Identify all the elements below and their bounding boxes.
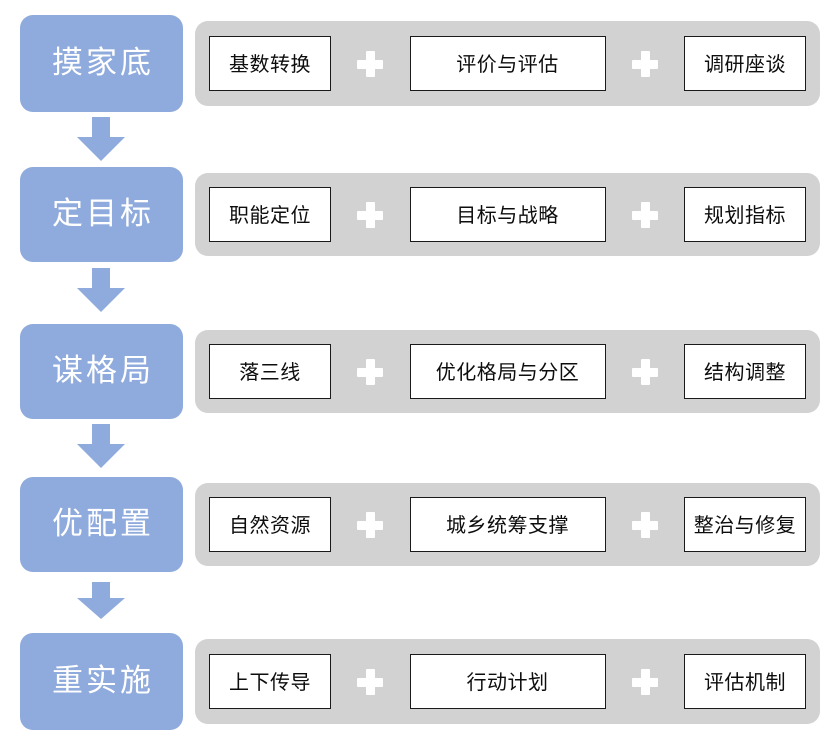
step-box-text: 上下传导 xyxy=(229,669,311,694)
step-box[interactable]: 规划指标 xyxy=(684,187,806,242)
arrow-shaft xyxy=(92,117,110,139)
step-box[interactable]: 评价与评估 xyxy=(409,36,606,91)
stage-label-text: 优配置 xyxy=(52,506,154,542)
arrow-head xyxy=(77,137,125,161)
arrow-head xyxy=(77,288,125,312)
step-box[interactable]: 落三线 xyxy=(209,344,331,399)
step-box-text: 落三线 xyxy=(239,359,301,384)
step-box-text: 职能定位 xyxy=(229,202,311,227)
step-box[interactable]: 评估机制 xyxy=(684,654,806,709)
step-box-text: 调研座谈 xyxy=(704,51,786,76)
stage-row-2: 定目标 职能定位 目标与战略 规划指标 xyxy=(0,167,837,262)
stage-row-1: 摸家底 基数转换 评价与评估 调研座谈 xyxy=(0,15,837,112)
arrow-shaft xyxy=(92,582,110,600)
stage-label-3[interactable]: 谋格局 xyxy=(20,324,183,419)
steps-container-4: 自然资源 城乡统筹支撑 整治与修复 xyxy=(195,483,820,566)
step-box[interactable]: 调研座谈 xyxy=(684,36,806,91)
step-box[interactable]: 城乡统筹支撑 xyxy=(409,497,606,552)
stage-label-text: 重实施 xyxy=(52,663,154,699)
flow-arrow-4-to-5 xyxy=(77,582,125,620)
step-box-text: 规划指标 xyxy=(704,202,786,227)
step-box[interactable]: 结构调整 xyxy=(684,344,806,399)
stage-label-2[interactable]: 定目标 xyxy=(20,167,183,262)
stage-label-5[interactable]: 重实施 xyxy=(20,633,183,730)
step-box[interactable]: 自然资源 xyxy=(209,497,331,552)
step-box-text: 目标与战略 xyxy=(456,202,559,227)
step-box[interactable]: 基数转换 xyxy=(209,36,331,91)
stage-row-3: 谋格局 落三线 优化格局与分区 结构调整 xyxy=(0,324,837,419)
steps-container-2: 职能定位 目标与战略 规划指标 xyxy=(195,173,820,256)
step-box[interactable]: 上下传导 xyxy=(209,654,331,709)
plus-icon xyxy=(356,358,384,386)
step-box-text: 结构调整 xyxy=(704,359,786,384)
arrow-head xyxy=(77,598,125,619)
arrow-shaft xyxy=(92,424,110,446)
steps-container-3: 落三线 优化格局与分区 结构调整 xyxy=(195,330,820,413)
step-box-text: 优化格局与分区 xyxy=(435,359,580,384)
stage-label-4[interactable]: 优配置 xyxy=(20,477,183,572)
plus-icon xyxy=(631,511,659,539)
plus-icon xyxy=(356,511,384,539)
step-box-text: 评价与评估 xyxy=(456,51,559,76)
steps-container-1: 基数转换 评价与评估 调研座谈 xyxy=(195,21,820,106)
steps-container-5: 上下传导 行动计划 评估机制 xyxy=(195,639,820,724)
stage-row-5: 重实施 上下传导 行动计划 评估机制 xyxy=(0,633,837,730)
plus-icon xyxy=(631,50,659,78)
stage-label-text: 定目标 xyxy=(52,196,154,232)
plus-icon xyxy=(631,201,659,229)
plus-icon xyxy=(631,668,659,696)
step-box[interactable]: 整治与修复 xyxy=(684,497,806,552)
step-box[interactable]: 目标与战略 xyxy=(409,187,606,242)
flow-arrow-1-to-2 xyxy=(77,117,125,161)
arrow-head xyxy=(77,444,125,468)
step-box-text: 评估机制 xyxy=(704,669,786,694)
step-box-text: 自然资源 xyxy=(229,512,311,537)
flow-arrow-2-to-3 xyxy=(77,268,125,312)
plus-icon xyxy=(356,50,384,78)
stage-label-1[interactable]: 摸家底 xyxy=(20,15,183,112)
stage-row-4: 优配置 自然资源 城乡统筹支撑 整治与修复 xyxy=(0,477,837,572)
plus-icon xyxy=(631,358,659,386)
plus-icon xyxy=(356,201,384,229)
flow-arrow-3-to-4 xyxy=(77,424,125,468)
step-box-text: 城乡统筹支撑 xyxy=(446,512,569,537)
arrow-shaft xyxy=(92,268,110,290)
step-box[interactable]: 职能定位 xyxy=(209,187,331,242)
step-box-text: 基数转换 xyxy=(229,51,311,76)
stage-label-text: 谋格局 xyxy=(52,353,154,389)
stage-label-text: 摸家底 xyxy=(52,45,154,81)
step-box-text: 行动计划 xyxy=(466,669,549,694)
step-box-text: 整治与修复 xyxy=(693,512,797,537)
step-box[interactable]: 优化格局与分区 xyxy=(409,344,606,399)
step-box[interactable]: 行动计划 xyxy=(409,654,606,709)
plus-icon xyxy=(356,668,384,696)
